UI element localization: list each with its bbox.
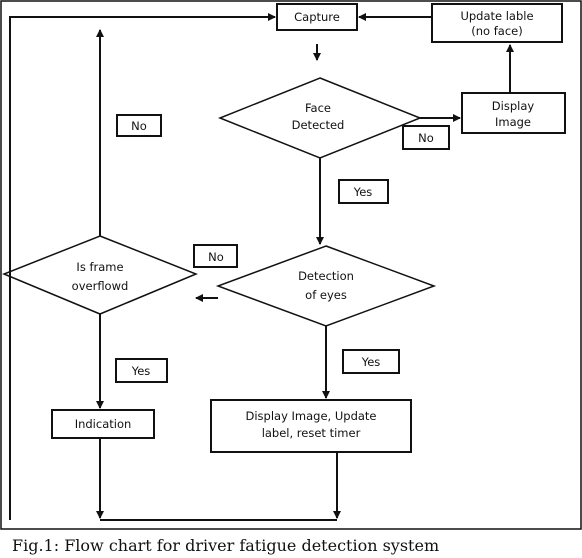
display-update-line1: Display Image, Update: [245, 409, 376, 423]
display-update-line2: label, reset timer: [262, 426, 361, 440]
update-label-line2: (no face): [471, 24, 522, 38]
label-box-yes-face: [338, 179, 389, 204]
capture-label: Capture: [294, 10, 340, 24]
detection-eyes-diamond: [215, 245, 437, 327]
indication-label: Indication: [75, 417, 132, 431]
label-yes-eyes: Yes: [361, 355, 381, 369]
frame-overflow-line2: overflowd: [72, 279, 129, 293]
label-no-frame: No: [131, 119, 147, 133]
label-box-yes-frame: [115, 358, 168, 383]
frame-overflow-diamond: [2, 235, 198, 315]
label-no-face: No: [418, 131, 434, 145]
update-label-box: [431, 3, 563, 43]
label-yes-face: Yes: [353, 185, 373, 199]
label-no-eyes: No: [208, 250, 224, 264]
figure-caption: Fig.1: Flow chart for driver fatigue det…: [12, 536, 440, 555]
detection-eyes-line2: of eyes: [305, 288, 347, 302]
display-image-line2: Image: [495, 115, 531, 129]
frame-overflow-line1: Is frame: [76, 260, 123, 274]
outer-frame: [0, 0, 582, 530]
label-box-no-frame: [116, 114, 162, 137]
update-label-line1: Update lable: [460, 9, 533, 23]
capture-box: [276, 3, 358, 31]
left-loop-to-capture: [9, 13, 276, 520]
indication-box: [51, 409, 155, 439]
label-box-yes-eyes: [342, 349, 400, 374]
face-detected-line1: Face: [305, 101, 331, 115]
label-yes-frame: Yes: [131, 364, 151, 378]
label-box-no-eyes: [193, 244, 238, 268]
display-image-line1: Display: [492, 99, 535, 113]
label-box-no-face: [402, 125, 450, 150]
display-image-box: [461, 92, 566, 134]
face-detected-line2: Detected: [292, 118, 345, 132]
detection-eyes-line1: Detection: [298, 269, 354, 283]
display-update-box: [210, 399, 412, 453]
